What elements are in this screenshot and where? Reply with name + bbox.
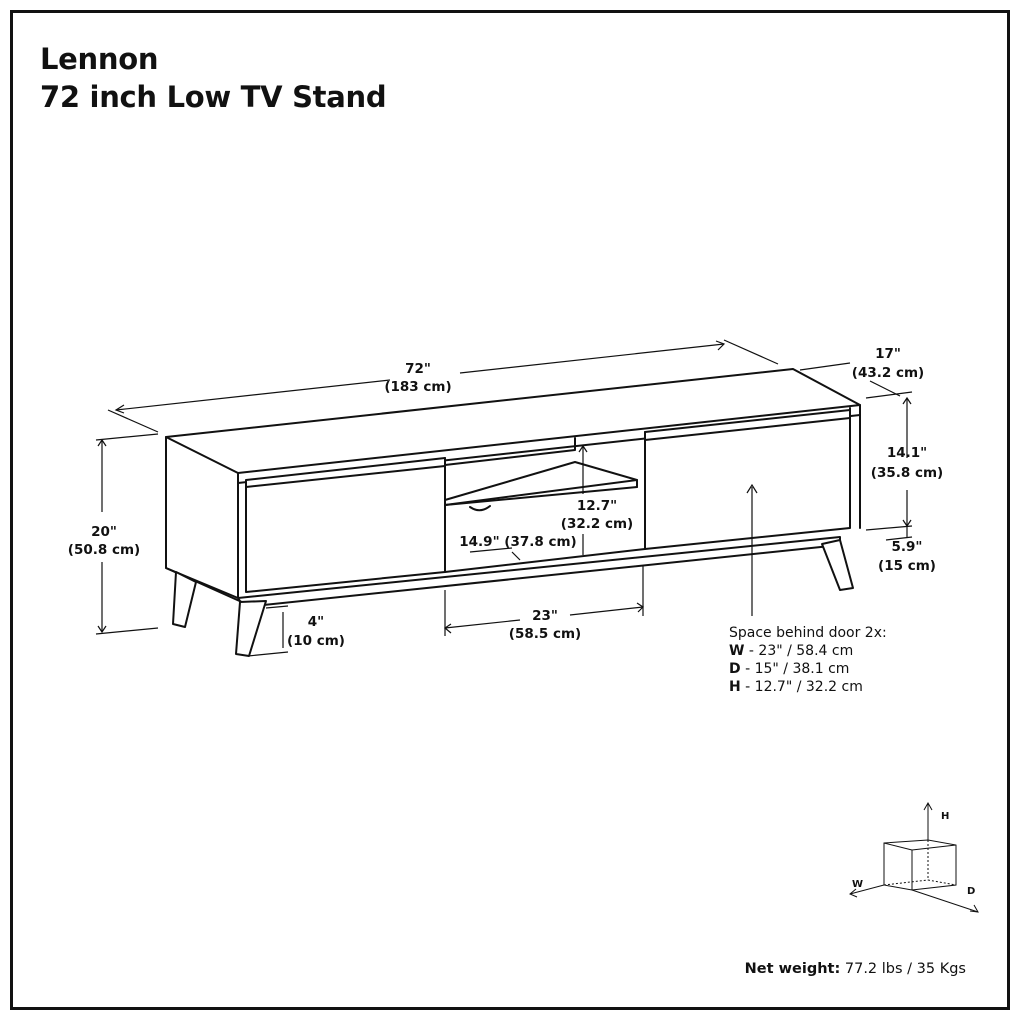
depth-in-label: 17" xyxy=(875,346,901,362)
center-opening xyxy=(444,431,646,573)
product-title: Lennon 72 inch Low TV Stand xyxy=(40,40,387,116)
depth-cm-label: (43.2 cm) xyxy=(852,365,924,381)
cabinet-height-in-label: 14.1" xyxy=(887,445,927,461)
height-cm-label: (50.8 cm) xyxy=(68,542,140,558)
shelf-height-in-label: 12.7" xyxy=(577,498,617,514)
leg-front-left xyxy=(235,600,267,657)
right-door xyxy=(644,409,851,550)
axis-d-label: D xyxy=(967,886,975,897)
axis-h-label: H xyxy=(941,811,949,822)
axis-w-label: W xyxy=(852,879,863,890)
leg-width-cm-label: (10 cm) xyxy=(287,633,345,649)
border-frame xyxy=(10,10,1010,1010)
left-door xyxy=(245,457,446,593)
door-space-depth: D - 15" / 38.1 cm xyxy=(729,661,850,677)
net-weight-label: Net weight: xyxy=(744,961,841,977)
product-name: Lennon xyxy=(40,42,159,76)
shelf-depth-label: 14.9" (37.8 cm) xyxy=(459,534,576,550)
door-space-heading: Space behind door 2x: xyxy=(729,625,887,641)
width-in-label: 72" xyxy=(405,361,431,377)
door-space-note: Space behind door 2x: W - 23" / 58.4 cm … xyxy=(729,624,887,696)
product-subtitle: 72 inch Low TV Stand xyxy=(40,80,387,114)
leg-height-in-label: 5.9" xyxy=(892,539,923,555)
leg-width-in-label: 4" xyxy=(308,614,324,630)
orientation-cube-icon xyxy=(849,801,979,913)
leg-back-left xyxy=(172,571,197,628)
door-space-height: H - 12.7" / 32.2 cm xyxy=(729,679,863,695)
width-cm-label: (183 cm) xyxy=(384,379,451,395)
height-in-label: 20" xyxy=(91,524,117,540)
leg-front-right xyxy=(821,539,854,591)
opening-width-cm-label: (58.5 cm) xyxy=(509,626,581,642)
opening-width-in-label: 23" xyxy=(532,608,558,624)
net-weight: Net weight: 77.2 lbs / 35 Kgs xyxy=(745,961,966,977)
net-weight-value: 77.2 lbs / 35 Kgs xyxy=(840,961,966,977)
cabinet-height-cm-label: (35.8 cm) xyxy=(871,465,943,481)
door-space-width: W - 23" / 58.4 cm xyxy=(729,643,854,659)
stand-left-side xyxy=(165,436,239,599)
shelf-height-cm-label: (32.2 cm) xyxy=(561,516,633,532)
leg-height-cm-label: (15 cm) xyxy=(878,558,936,574)
